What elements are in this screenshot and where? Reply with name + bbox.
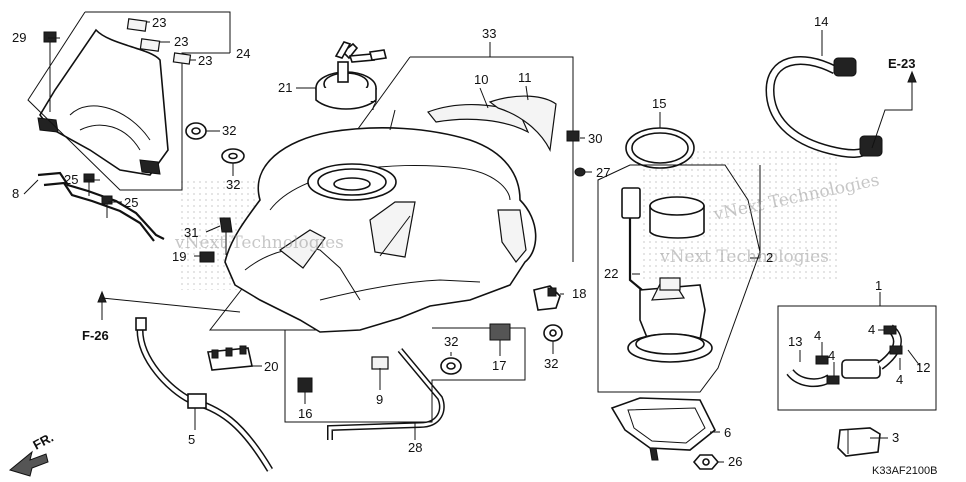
callout-32-c: 32 <box>444 334 458 349</box>
screw-19 <box>199 251 215 263</box>
callout-4-d: 4 <box>896 372 903 387</box>
pad-9 <box>371 356 389 370</box>
callout-4-b: 4 <box>828 348 835 363</box>
callout-30: 30 <box>588 131 602 146</box>
callout-10: 10 <box>474 72 488 87</box>
front-cover-part <box>37 28 169 176</box>
fuel-cap-21 <box>315 41 387 110</box>
callout-26: 26 <box>728 454 742 469</box>
group-2-outline <box>597 164 761 393</box>
callout-22: 22 <box>604 266 618 281</box>
bolt-29 <box>43 31 57 112</box>
callout-24: 24 <box>236 46 250 61</box>
pad-16 <box>297 377 313 393</box>
strip-10 <box>427 104 530 134</box>
callout-9: 9 <box>376 392 383 407</box>
bolt-25-b <box>101 195 113 218</box>
callout-5: 5 <box>188 432 195 447</box>
callout-23-a: 23 <box>152 15 166 30</box>
callout-15: 15 <box>652 96 666 111</box>
ref-f26: F-26 <box>82 328 109 343</box>
ref-e23: E-23 <box>888 56 915 71</box>
callout-18: 18 <box>572 286 586 301</box>
bracket-8 <box>37 171 165 242</box>
e23-leader <box>871 82 913 149</box>
callout-20: 20 <box>264 359 278 374</box>
pad-23-a <box>126 18 148 32</box>
front-direction-arrow <box>8 450 49 477</box>
callout-25-b: 25 <box>124 195 138 210</box>
callout-4-a: 4 <box>814 328 821 343</box>
callout-19: 19 <box>172 249 186 264</box>
drain-hose-5 <box>135 317 274 472</box>
gasket-6 <box>610 397 717 451</box>
callout-32-a: 32 <box>222 123 236 138</box>
callout-32-d: 32 <box>544 356 558 371</box>
callout-25-a: 25 <box>64 172 78 187</box>
group-24-bracket <box>85 11 231 53</box>
callout-8: 8 <box>12 186 19 201</box>
callout-29: 29 <box>12 30 26 45</box>
watermark-text-b: vNext Technologies <box>659 247 829 267</box>
strip-11 <box>488 95 557 153</box>
bolt-30 <box>566 130 580 156</box>
group-24-outline <box>27 11 230 191</box>
fuel-pump-22 <box>621 187 713 363</box>
holder-3 <box>837 427 881 457</box>
hose-14 <box>765 55 883 158</box>
callout-1: 1 <box>875 278 882 293</box>
clip-18 <box>533 285 561 311</box>
callout-11: 11 <box>518 70 532 85</box>
bolt-25-a <box>83 173 95 196</box>
callout-23-b: 23 <box>174 34 188 49</box>
ref-front: FR. <box>30 430 56 453</box>
callout-21: 21 <box>278 80 292 95</box>
callout-3: 3 <box>892 430 899 445</box>
group-lower-outline <box>284 327 526 423</box>
connector-20 <box>207 345 253 371</box>
callout-2: 2 <box>766 250 773 265</box>
fuel-filter-assembly <box>786 324 903 388</box>
nut-26 <box>692 454 720 470</box>
e23-arrow <box>907 70 917 83</box>
group-1-outline <box>777 305 937 411</box>
callout-6: 6 <box>724 425 731 440</box>
callout-28: 28 <box>408 440 422 455</box>
callout-16: 16 <box>298 406 312 421</box>
watermark-text-a: vNext Technologies <box>174 233 344 253</box>
f26-arrow <box>97 290 107 303</box>
callout-12: 12 <box>916 360 930 375</box>
fuel-tank-7 <box>224 127 537 333</box>
pad-17 <box>489 323 511 341</box>
leader-lines <box>23 21 921 463</box>
diagram-code: K33AF2100B <box>872 465 937 477</box>
callout-23-c: 23 <box>198 53 212 68</box>
clip-31 <box>219 217 233 255</box>
callout-33: 33 <box>482 26 496 41</box>
callout-32-b: 32 <box>226 177 240 192</box>
drain-tube-28 <box>327 348 445 440</box>
callout-7: 7 <box>370 98 377 113</box>
callout-13: 13 <box>788 334 802 349</box>
callout-31: 31 <box>184 225 198 240</box>
callout-14: 14 <box>814 14 828 29</box>
pad-23-c <box>172 52 192 65</box>
group-33-top <box>410 56 574 262</box>
callout-4-c: 4 <box>868 322 875 337</box>
pad-23-b <box>139 38 161 52</box>
callout-27: 27 <box>596 165 610 180</box>
washer-27 <box>574 167 586 177</box>
callout-17: 17 <box>492 358 506 373</box>
callout-labels: 29 23 23 23 24 21 7 33 10 11 32 32 15 14… <box>12 14 937 477</box>
